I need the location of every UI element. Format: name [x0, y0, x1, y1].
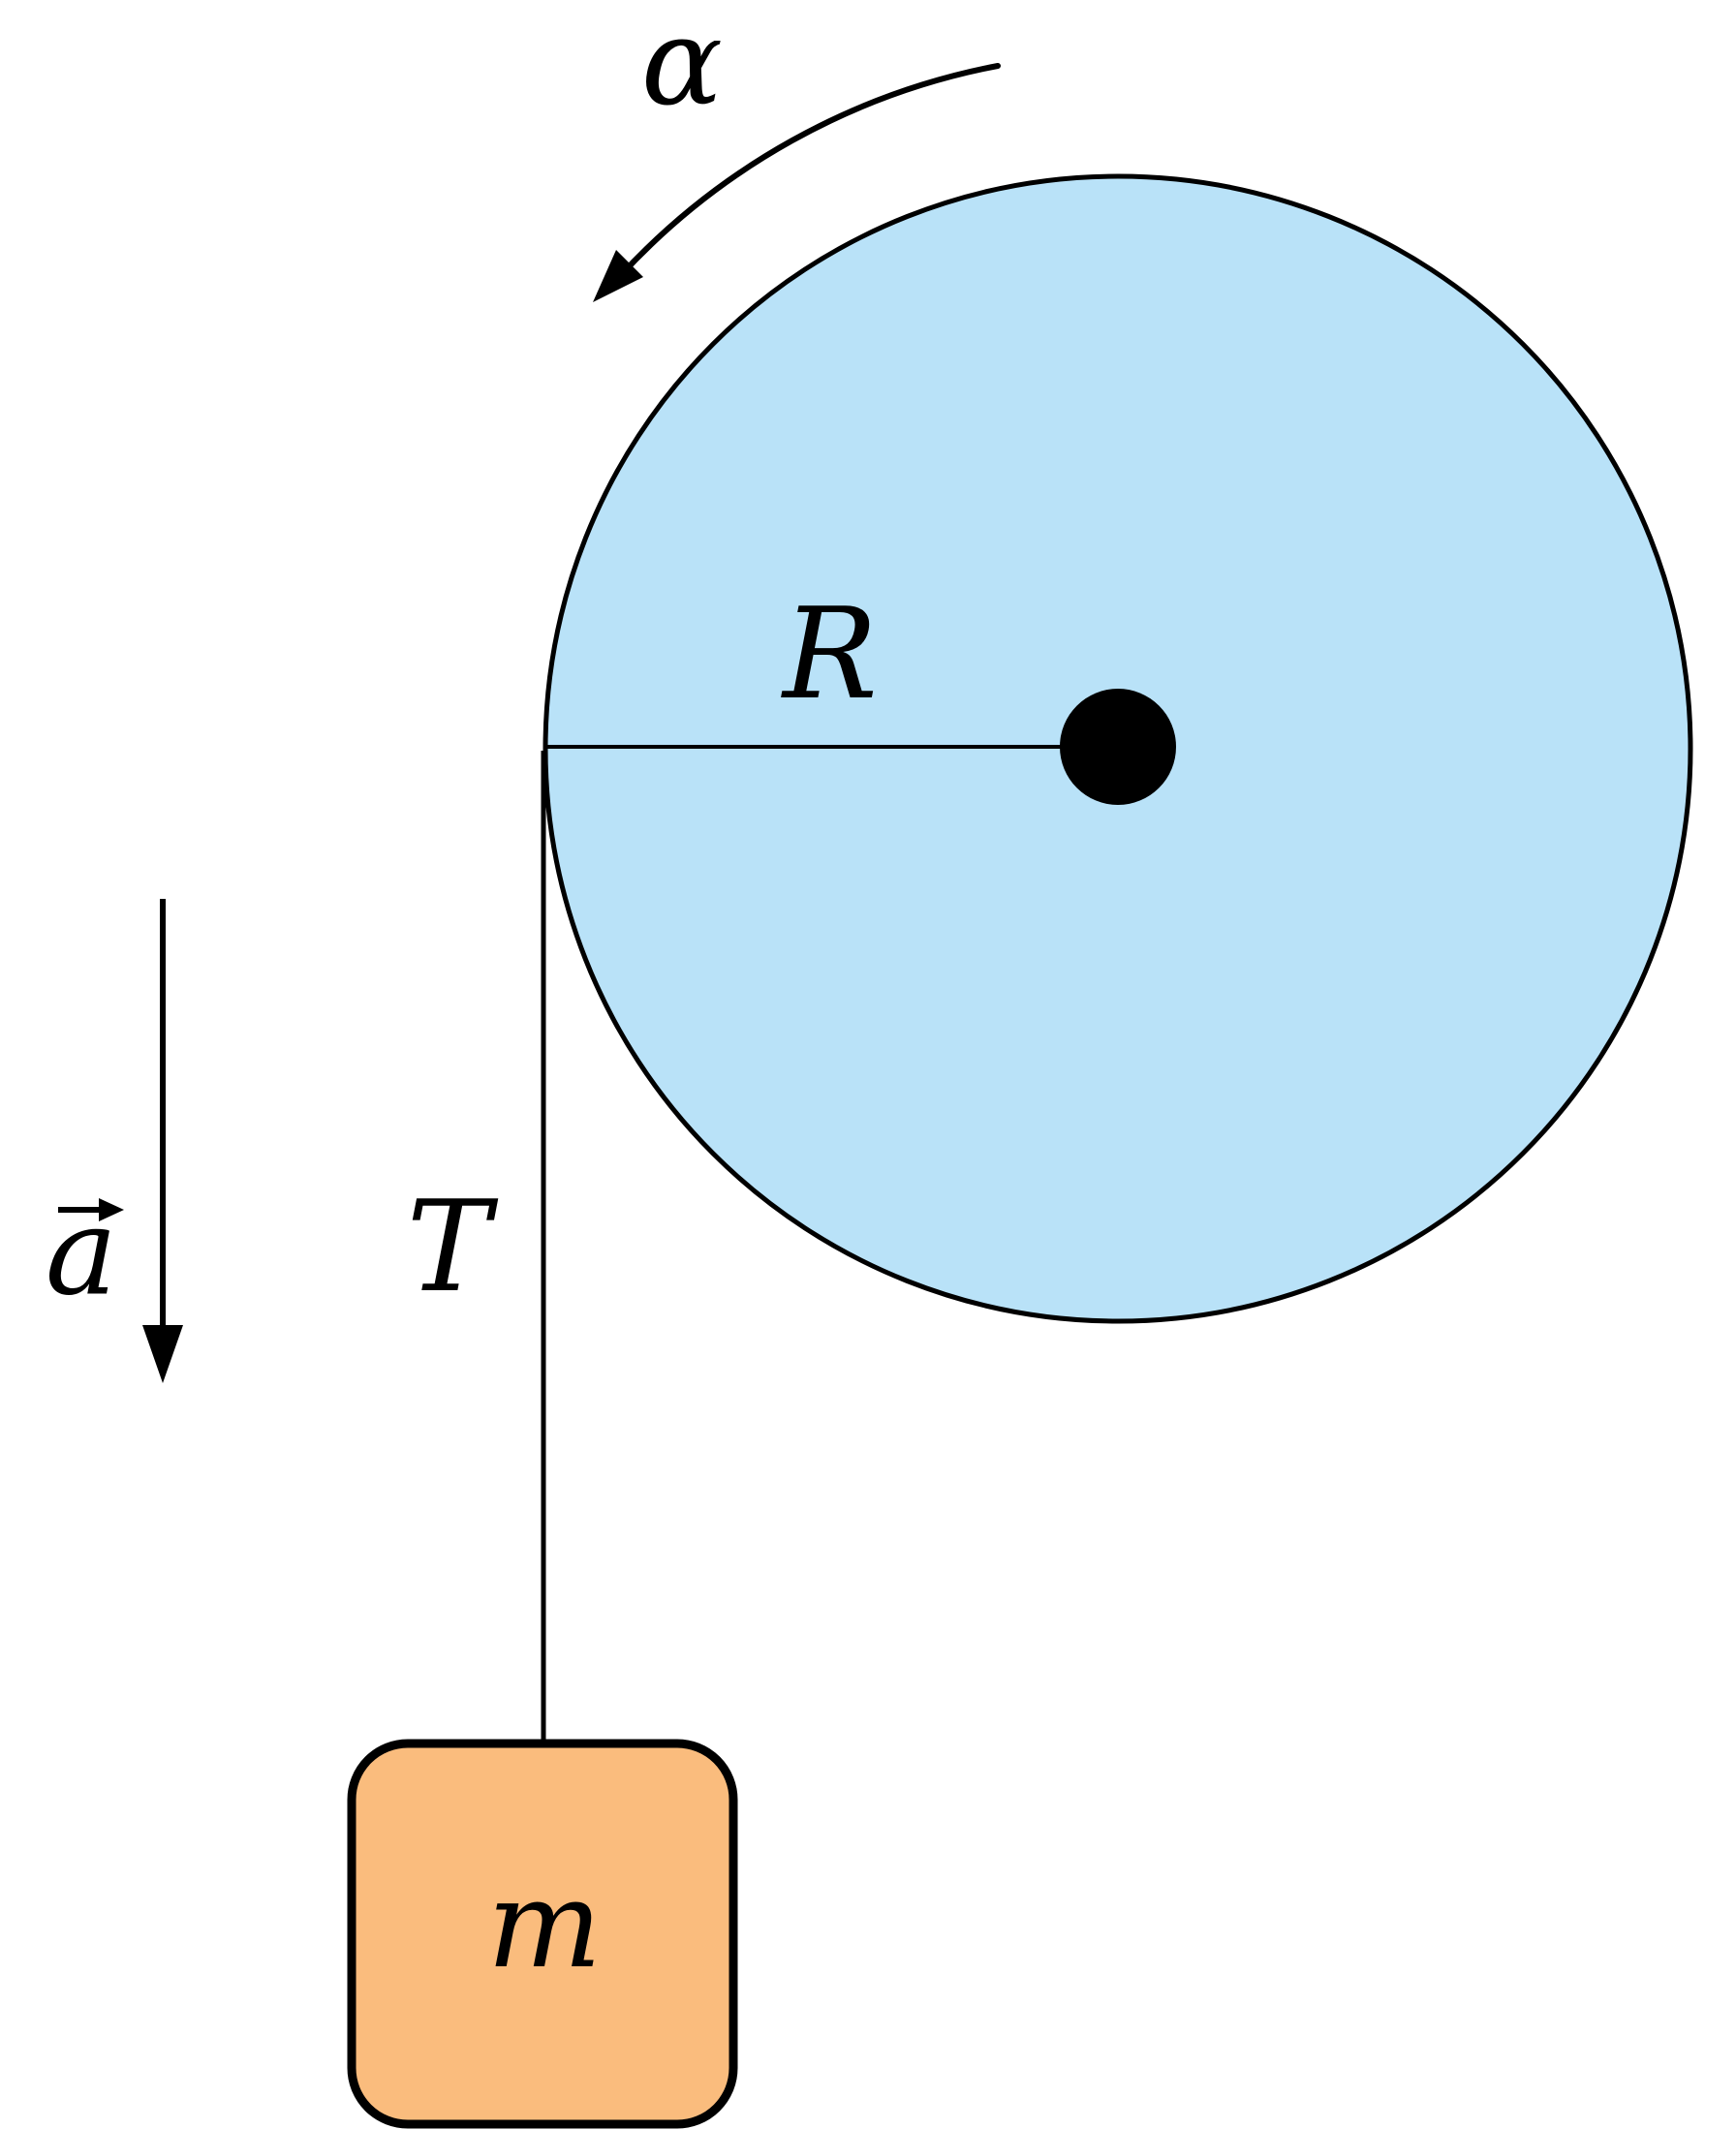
- angular-acceleration-arc: [617, 63, 1001, 279]
- pulley-axle-dot: [1060, 689, 1176, 805]
- vector-hat-arrowhead-icon: [99, 1198, 124, 1221]
- acceleration-arrowhead-icon: [142, 1325, 183, 1383]
- alpha-label: α: [641, 0, 723, 133]
- angular-acceleration-arrowhead-icon: [593, 250, 643, 302]
- radius-label: R: [781, 580, 878, 727]
- mass-label: m: [487, 1855, 603, 1995]
- angular-acceleration-arrow-icon: [593, 63, 1001, 302]
- vector-hat-arrow-icon: [58, 1198, 124, 1221]
- acceleration-arrow-icon: [142, 899, 183, 1383]
- tension-label: T: [407, 1173, 499, 1320]
- mass-block: [347, 1739, 738, 2129]
- acceleration-label: a: [46, 1182, 118, 1322]
